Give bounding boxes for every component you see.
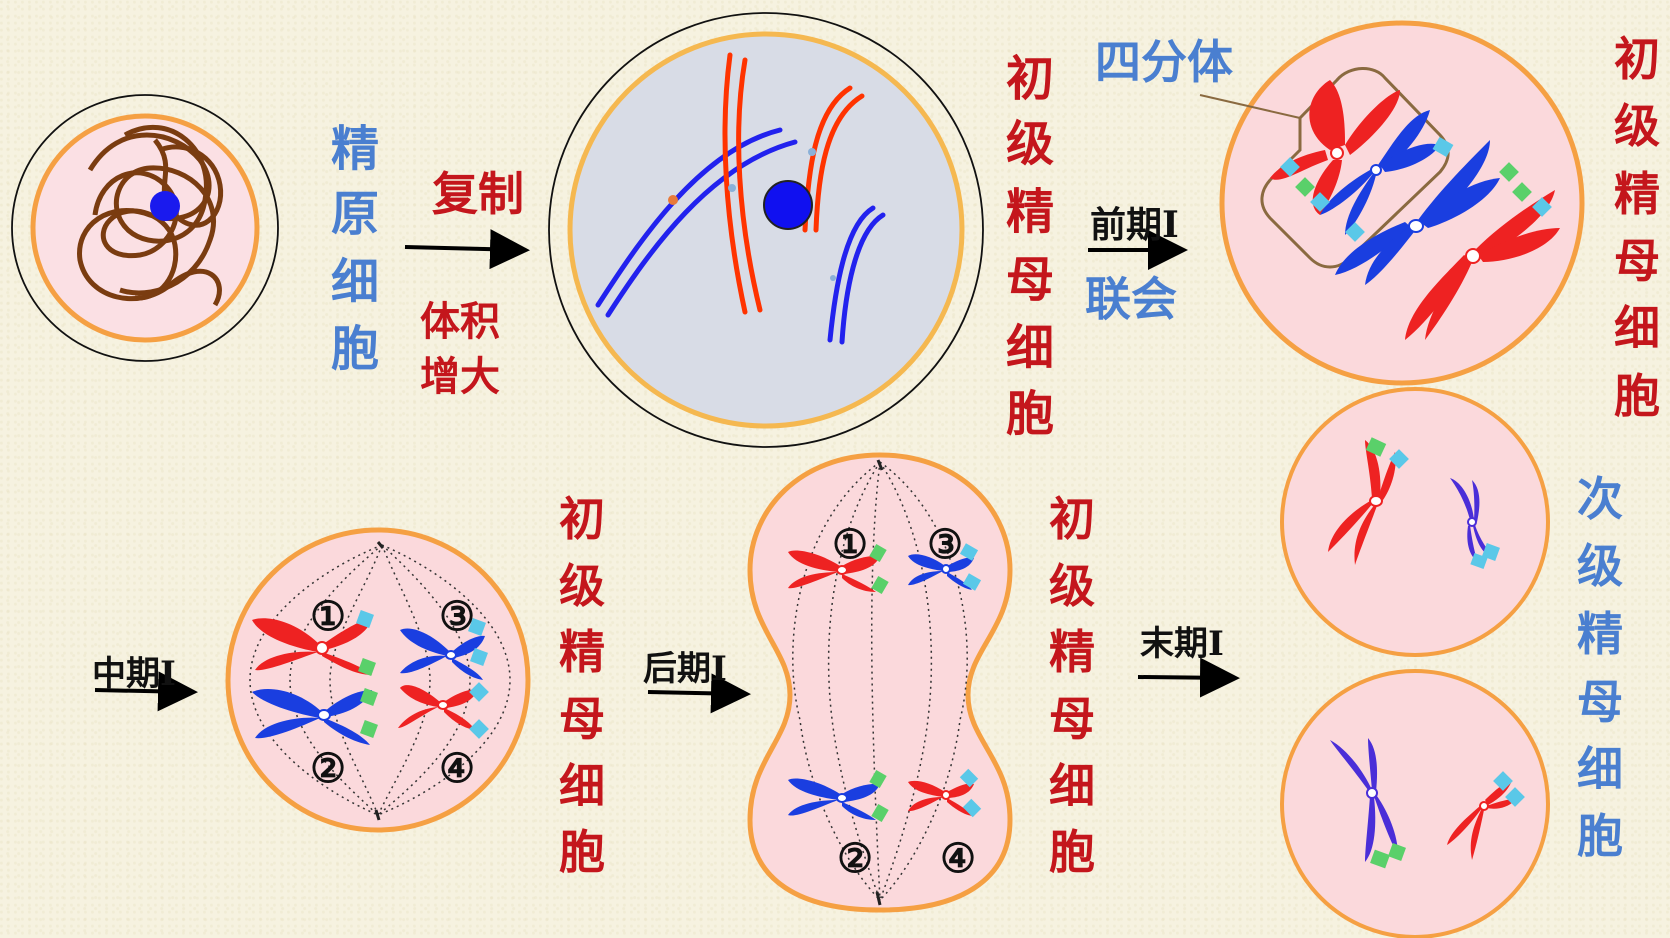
label-volume-increase-2: 增大: [420, 353, 500, 400]
label-anaphase: 后期Ⅰ: [643, 649, 727, 689]
label-telophase: 末期Ⅰ: [1140, 624, 1224, 664]
char: 精: [1614, 167, 1660, 221]
char: 胞: [1577, 809, 1623, 863]
char: 胞: [331, 321, 379, 377]
label-prophase: 前期Ⅰ: [1090, 204, 1179, 246]
char: 胞: [559, 825, 605, 879]
secondary-cell-bottom: [1280, 669, 1550, 938]
prophase-blue-chromosome: [1335, 140, 1500, 285]
tetrad-blue-chromosome: [1320, 110, 1440, 235]
char: 级: [1006, 116, 1054, 172]
numeral-2-anaphase: ②: [837, 835, 873, 882]
numeral-2: ②: [310, 745, 346, 792]
chromatin-tangle: [77, 124, 224, 307]
char: 初: [1614, 32, 1660, 86]
replicated-chromosomes: [595, 52, 886, 345]
char: 级: [559, 559, 605, 613]
char: 母: [1049, 692, 1095, 746]
char: 母: [1006, 252, 1054, 308]
char: 精: [1577, 607, 1623, 661]
char: 母: [559, 692, 605, 746]
char: 原: [331, 186, 379, 242]
label-secondary-spermatocyte: 次 级 精 母 细 胞: [1577, 472, 1623, 863]
char: 精: [331, 121, 379, 177]
char: 精: [1006, 184, 1054, 240]
char: 初: [1049, 492, 1095, 546]
nucleolus: [150, 191, 180, 221]
secondary-cell-top: [1280, 387, 1550, 657]
label-primary-spermatocyte-3: 初 级 精 母 细 胞: [559, 492, 605, 879]
char: 细: [1049, 759, 1095, 813]
metaphase-spindle: [249, 544, 511, 816]
nucleolus: [763, 180, 813, 230]
numeral-4-anaphase: ④: [940, 835, 976, 882]
char: 细: [1006, 320, 1054, 376]
char: 细: [1614, 301, 1660, 355]
anaphase-spindle: [792, 461, 968, 901]
char: 胞: [1614, 369, 1660, 423]
label-tetrad: 四分体: [1095, 35, 1233, 89]
arrow-anaphase: [647, 673, 751, 714]
char: 初: [559, 492, 605, 546]
spermatogonium-cell: [11, 94, 279, 362]
label-primary-spermatocyte-2: 初 级 精 母 细 胞: [1614, 32, 1660, 423]
prophase-cell: [1199, 20, 1585, 386]
char: 胞: [1049, 825, 1095, 879]
char: 母: [1577, 675, 1623, 729]
label-metaphase: 中期Ⅰ: [92, 654, 176, 694]
metaphase-cell: [225, 527, 531, 833]
char: 精: [1049, 625, 1095, 679]
char: 次: [1577, 472, 1623, 526]
label-primary-spermatocyte-1: 初 级 精 母 细 胞: [1006, 51, 1054, 442]
char: 胞: [1006, 386, 1054, 442]
numeral-3: ③: [439, 593, 475, 640]
label-replication: 复制: [432, 167, 524, 221]
char: 精: [559, 625, 605, 679]
char: 级: [1614, 99, 1660, 153]
anaphase-cell: [747, 452, 1013, 913]
label-synapsis: 联会: [1085, 272, 1177, 326]
char: 细: [1577, 742, 1623, 796]
label-primary-spermatocyte-4: 初 级 精 母 细 胞: [1049, 492, 1095, 879]
numeral-3-anaphase: ③: [927, 521, 963, 568]
numeral-4: ④: [439, 745, 475, 792]
char: 初: [1006, 51, 1054, 107]
replicated-cell: [548, 12, 984, 448]
label-spermatogonium: 精 原 细 胞: [331, 121, 379, 377]
label-volume-increase-1: 体积: [420, 298, 500, 345]
arrow-telophase: [1137, 657, 1240, 698]
char: 级: [1577, 539, 1623, 593]
anaphase-chromosomes: [788, 543, 982, 823]
char: 级: [1049, 559, 1095, 613]
tetrad-callout-line: [1199, 94, 1301, 119]
arrow-replication: [404, 229, 530, 270]
char: 细: [559, 759, 605, 813]
numeral-1: ①: [310, 593, 346, 640]
numerals: ① ② ③ ④ ① ② ③ ④: [310, 521, 976, 882]
arrow-metaphase: [94, 671, 198, 712]
char: 母: [1614, 234, 1660, 288]
prophase-markers: [1280, 136, 1552, 242]
numeral-1-anaphase: ①: [832, 521, 868, 568]
char: 细: [331, 254, 379, 310]
metaphase-chromosomes: [252, 610, 489, 745]
